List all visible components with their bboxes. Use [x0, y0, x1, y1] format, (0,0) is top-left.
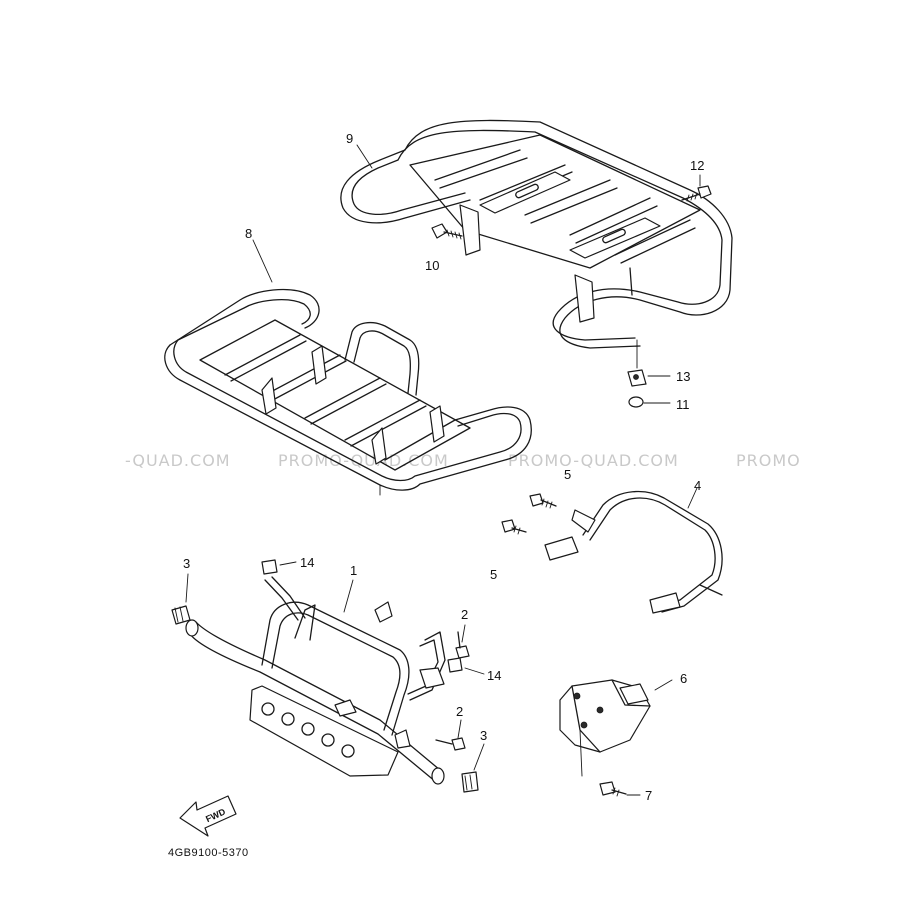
watermark-4: PROMO [736, 451, 801, 470]
watermark-1: -QUAD.COM [125, 451, 231, 470]
callout-6: 6 [680, 671, 687, 686]
grommet-part-3-left [171, 573, 191, 625]
bracket-part-6 [559, 679, 673, 777]
callout-5-upper: 5 [564, 467, 571, 482]
callout-13: 13 [676, 369, 690, 384]
side-bar-part-4 [544, 487, 723, 614]
bolt-part-12 [681, 174, 712, 202]
callout-11: 11 [676, 397, 690, 412]
grommet-part-3-right [461, 743, 485, 793]
watermark-2: PROMO-QUAD.COM [278, 451, 449, 470]
callout-1: 1 [350, 563, 357, 578]
callout-3-left: 3 [183, 556, 190, 571]
bolt-part-5-lower [501, 519, 527, 535]
bolt-part-7 [599, 781, 641, 797]
watermark-3: PROMO-QUAD.COM [508, 451, 679, 470]
callout-8: 8 [245, 226, 252, 241]
callout-14-lower: 14 [487, 668, 501, 683]
bolt-part-2-lower [435, 719, 466, 751]
rear-carrier-part-9 [340, 119, 733, 369]
bolt-part-2-upper [455, 624, 470, 659]
callout-9: 9 [346, 131, 353, 146]
callout-2-upper: 2 [461, 607, 468, 622]
part-code: 4GB9100-5370 [168, 847, 249, 859]
cap-part-11 [628, 396, 671, 408]
watermark-row: -QUAD.COM PROMO-QUAD.COM PROMO-QUAD.COM … [125, 451, 801, 470]
clip-part-13 [627, 369, 671, 387]
nut-part-14-lower [447, 657, 485, 675]
nut-part-14-upper [261, 559, 297, 575]
callout-10: 10 [425, 258, 439, 273]
front-carrier-part-8 [164, 239, 532, 496]
callout-3-right: 3 [480, 728, 487, 743]
callout-12: 12 [690, 158, 704, 173]
callout-labels: 9 12 10 8 13 11 5 4 5 3 14 1 2 14 6 2 3 … [183, 131, 704, 803]
bolt-part-10 [431, 223, 463, 240]
callout-4: 4 [694, 478, 701, 493]
bolt-part-5-upper [529, 493, 557, 509]
callout-14-upper: 14 [300, 555, 314, 570]
callout-2-lower: 2 [456, 704, 463, 719]
callout-5-lower: 5 [490, 567, 497, 582]
fwd-arrow-icon: FWD [179, 795, 237, 837]
front-guard-part-1 [185, 576, 446, 785]
callout-7: 7 [645, 788, 652, 803]
